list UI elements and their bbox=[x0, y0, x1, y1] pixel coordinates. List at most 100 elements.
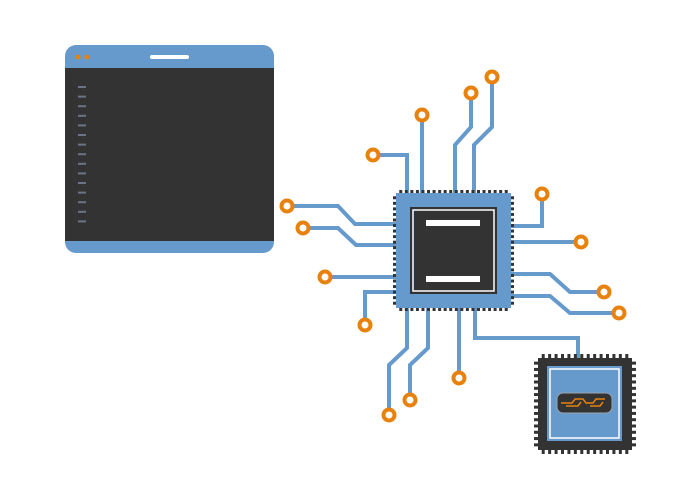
chip-pin bbox=[454, 190, 458, 195]
chip-pin bbox=[509, 246, 514, 250]
chip-pin bbox=[580, 448, 584, 454]
chip-pin bbox=[586, 448, 590, 454]
chip-pin bbox=[393, 257, 398, 261]
window-body bbox=[65, 68, 274, 241]
circuit-node-icon bbox=[365, 147, 381, 163]
line-marker bbox=[78, 201, 86, 204]
chip-pin bbox=[534, 393, 540, 397]
chip-pin bbox=[534, 367, 540, 371]
chip-pin bbox=[630, 386, 636, 390]
chip-pin bbox=[454, 306, 458, 311]
circuit-node-icon bbox=[463, 85, 479, 101]
circuit-trace bbox=[287, 204, 396, 226]
chip-pin bbox=[534, 418, 540, 422]
chip-pin bbox=[554, 448, 558, 454]
chip-pin bbox=[393, 285, 398, 289]
chip-pin bbox=[482, 190, 486, 195]
chip-pin bbox=[586, 354, 590, 360]
chip-pin bbox=[606, 354, 609, 360]
chip-pin bbox=[630, 424, 636, 428]
chip-pin bbox=[630, 393, 636, 397]
chip-pin bbox=[625, 448, 629, 454]
chip-pin bbox=[476, 306, 480, 311]
chip-pin bbox=[393, 296, 398, 300]
line-marker bbox=[78, 134, 86, 136]
chip-pin bbox=[509, 301, 514, 305]
chip-pin bbox=[476, 190, 480, 195]
chip-pin bbox=[460, 190, 464, 195]
chip-pin bbox=[625, 354, 629, 360]
circuit-node-icon bbox=[414, 107, 430, 123]
chip-pin bbox=[534, 386, 540, 390]
chip-pin bbox=[432, 306, 436, 311]
chip-pin bbox=[443, 306, 447, 311]
chip-pin bbox=[567, 354, 571, 360]
chip-pin bbox=[432, 190, 436, 195]
chip-pin bbox=[548, 448, 552, 454]
chip-pin bbox=[399, 306, 403, 311]
circuit-node-icon bbox=[317, 269, 333, 285]
circuit-node-icon bbox=[573, 234, 589, 250]
chip-pin bbox=[504, 306, 508, 311]
chip-pin bbox=[509, 229, 514, 233]
chip-pin bbox=[415, 306, 419, 311]
window-title-pill bbox=[150, 55, 189, 59]
chip-pin bbox=[393, 273, 398, 277]
chip-pin bbox=[488, 190, 492, 195]
chip-pin bbox=[534, 405, 540, 409]
line-marker bbox=[78, 191, 86, 194]
line-marker bbox=[78, 210, 86, 213]
chip-pin bbox=[393, 235, 398, 239]
chip-pin bbox=[630, 380, 636, 384]
secondary-chip-icon bbox=[534, 354, 636, 454]
chip-pins bbox=[534, 354, 636, 454]
chip-link-trace bbox=[473, 308, 580, 360]
chip-pin bbox=[630, 430, 636, 434]
circuit-node-icon bbox=[451, 370, 467, 386]
chip-pin bbox=[509, 224, 514, 228]
code-window-icon bbox=[65, 45, 274, 253]
line-marker bbox=[78, 105, 86, 108]
chip-pin bbox=[541, 448, 545, 454]
chip-pin bbox=[509, 196, 514, 200]
chip-pin bbox=[509, 240, 514, 244]
chip-bar-bottom bbox=[426, 276, 480, 282]
chip-pin bbox=[393, 212, 398, 216]
chip-pin bbox=[393, 279, 398, 283]
chip-pin bbox=[393, 218, 398, 222]
circuit-trace bbox=[453, 93, 473, 193]
chip-pin bbox=[471, 306, 475, 311]
line-marker bbox=[78, 220, 86, 223]
chip-pin bbox=[438, 306, 442, 311]
line-marker bbox=[78, 182, 86, 184]
chip-pin bbox=[534, 424, 540, 428]
chip-pin bbox=[427, 306, 431, 311]
chip-pin bbox=[541, 354, 545, 360]
chip-pin bbox=[630, 418, 636, 422]
chip-pin bbox=[449, 190, 453, 195]
line-marker bbox=[78, 172, 86, 175]
chip-pin bbox=[393, 207, 398, 211]
circuit-trace bbox=[363, 290, 396, 325]
chip-pin bbox=[630, 443, 636, 447]
window-dot-icon bbox=[75, 54, 81, 60]
chip-pin bbox=[561, 448, 564, 454]
circuit-node-icon bbox=[381, 407, 397, 423]
chip-label-pill bbox=[556, 392, 613, 414]
processor-chip-icon bbox=[393, 190, 514, 311]
chip-pin bbox=[393, 240, 398, 244]
chip-pin bbox=[580, 354, 584, 360]
chip-pin bbox=[399, 190, 403, 195]
chip-pin bbox=[509, 273, 514, 277]
chip-pin bbox=[534, 443, 540, 447]
chip-pin bbox=[561, 354, 564, 360]
chip-bar-top bbox=[426, 220, 480, 226]
circuit-nodes bbox=[279, 69, 627, 423]
chip-pin bbox=[593, 448, 597, 454]
circuit-traces bbox=[287, 77, 619, 415]
chip-pin bbox=[465, 306, 469, 311]
chip-pin bbox=[509, 257, 514, 261]
chip-pin bbox=[548, 354, 552, 360]
circuit-node-icon bbox=[611, 305, 627, 321]
circuit-node-icon bbox=[279, 198, 295, 214]
